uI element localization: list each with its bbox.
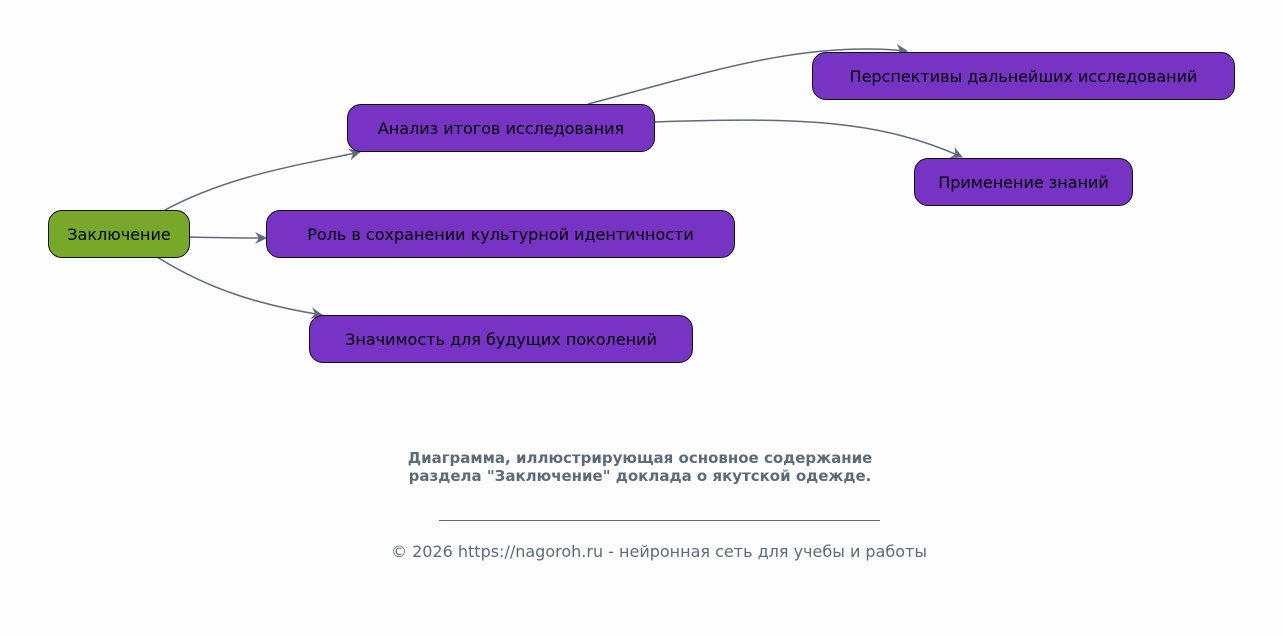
edge-root-role [188,231,267,244]
node-perspectives: Перспективы дальнейших исследований [812,52,1235,100]
diagram-caption: Диаграмма, иллюстрирующая основное содер… [407,449,873,485]
node-role: Роль в сохранении культурной идентичност… [266,210,735,258]
edge-root-significance [156,256,323,320]
divider [439,520,880,521]
edge-analysis-application [653,119,963,158]
node-application: Применение знаний [914,158,1133,206]
footer-copyright: © 2026 https://nagoroh.ru - нейронная се… [390,542,927,561]
node-significance: Значимость для будущих поколений [309,315,693,363]
node-root: Заключение [48,210,190,258]
node-analysis: Анализ итогов исследования [347,104,655,152]
edge-analysis-perspectives [587,43,908,105]
edge-root-analysis [164,148,361,211]
